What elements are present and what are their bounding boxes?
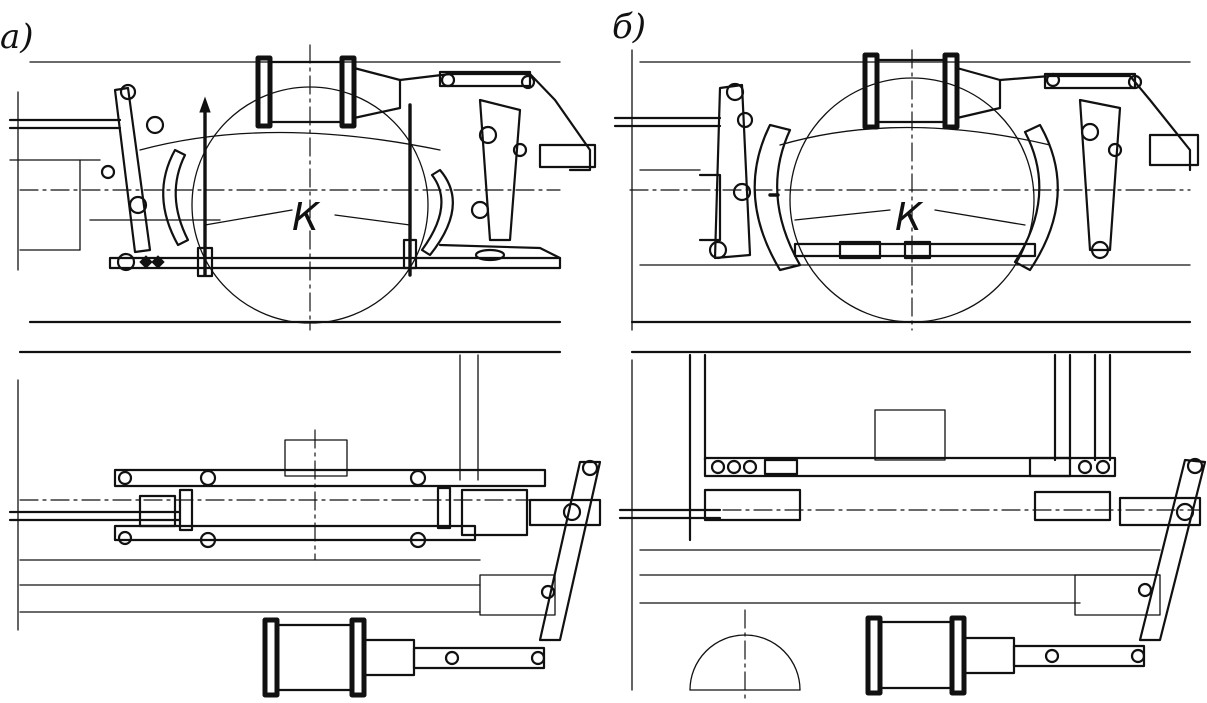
- panel-b-brake-beam: [703, 456, 1117, 478]
- panel-b-label: б): [612, 7, 646, 47]
- panel-a-brake-cylinder: [255, 55, 402, 129]
- panel-b-plan-view: [618, 350, 1207, 701]
- panel-a-plan-view: [8, 350, 602, 698]
- panel-a-brake-shoe-left: [162, 148, 190, 247]
- panel-a-center-label: К: [292, 195, 321, 239]
- panel-b-brake-cylinder: [862, 52, 1002, 130]
- panel-b-brake-cylinder-plan: [865, 615, 1146, 696]
- panel-b: б) К: [612, 7, 1207, 701]
- panel-a-side-view: К: [8, 44, 597, 331]
- panel-a: а): [0, 17, 602, 698]
- panel-a-brake-cylinder-plan: [262, 617, 546, 698]
- panel-b-side-view: К: [613, 49, 1200, 331]
- panel-b-center-label: К: [895, 195, 924, 239]
- panel-a-label: а): [0, 17, 34, 57]
- panel-a-brake-beam: [113, 468, 547, 488]
- panel-a-wheel: [191, 86, 429, 324]
- panel-a-brake-shoe-right: [420, 168, 454, 257]
- panel-b-brake-shoe-left: [753, 123, 802, 272]
- panel-b-brake-shoe-right: [1013, 123, 1059, 272]
- panel-b-wheel: [789, 77, 1035, 323]
